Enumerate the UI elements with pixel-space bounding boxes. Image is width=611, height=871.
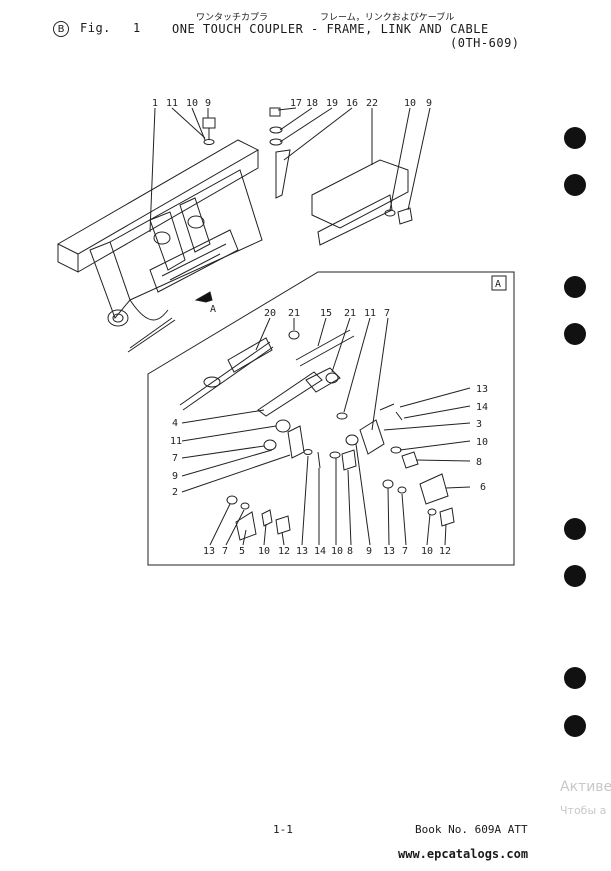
upper-callout-10: 10 xyxy=(186,98,198,109)
figure-label: Fig. xyxy=(80,21,111,35)
title-japanese-right: フレーム，リンクおよびケーブル xyxy=(320,13,455,23)
link-plate xyxy=(275,149,291,199)
punch-hole xyxy=(564,667,586,689)
punch-hole xyxy=(564,518,586,540)
inset-callout-14: 14 xyxy=(476,402,488,413)
cover xyxy=(311,159,409,229)
inset-callout-13: 13 xyxy=(203,546,215,557)
spring xyxy=(295,329,351,361)
title-japanese-left: ワンタッチカプラ xyxy=(196,13,269,23)
inset-callout-14: 14 xyxy=(314,546,326,557)
punch-hole xyxy=(564,127,586,149)
upper-callout-17: 17 xyxy=(290,98,302,109)
punch-hole xyxy=(564,715,586,737)
upper-callout-22: 22 xyxy=(366,98,378,109)
inset-callout-13: 13 xyxy=(383,546,395,557)
inset-callout-11: 11 xyxy=(364,308,376,319)
model-code: (0TH-609) xyxy=(450,36,520,50)
upper-callout-11: 11 xyxy=(166,98,178,109)
inset-callout-9: 9 xyxy=(172,471,178,482)
inset-frame xyxy=(147,271,515,566)
section-badge: B xyxy=(53,21,69,37)
cable-end xyxy=(179,341,271,406)
link-4 xyxy=(257,371,323,417)
inset-callout-2: 2 xyxy=(172,487,178,498)
inset-callout-15: 15 xyxy=(320,308,332,319)
inset-callout-3: 3 xyxy=(476,419,482,430)
upper-callout-18: 18 xyxy=(306,98,318,109)
nut xyxy=(203,376,221,388)
inset-callout-8: 8 xyxy=(347,546,353,557)
inset-callout-13: 13 xyxy=(296,546,308,557)
page-number: 1-1 xyxy=(273,823,293,836)
page-title: ONE TOUCH COUPLER - FRAME, LINK AND CABL… xyxy=(172,22,489,36)
pin-hole xyxy=(153,231,171,245)
website-link[interactable]: www.epcatalogs.com xyxy=(398,847,529,861)
upper-callout-10: 10 xyxy=(404,98,416,109)
inset-callout-7: 7 xyxy=(402,546,408,557)
pin-6 xyxy=(419,473,449,505)
punch-hole xyxy=(564,565,586,587)
inset-label: A xyxy=(495,279,501,290)
inset-callout-21: 21 xyxy=(288,308,300,319)
cylinder-housing xyxy=(149,229,239,293)
frame-top-plate xyxy=(56,139,260,255)
inset-callout-12: 12 xyxy=(278,546,290,557)
link-2 xyxy=(287,425,305,459)
inset-callout-12: 12 xyxy=(439,546,451,557)
inset-callout-6: 6 xyxy=(480,482,486,493)
inset-callout-10: 10 xyxy=(258,546,270,557)
link-3 xyxy=(359,419,385,455)
cable-run xyxy=(129,299,169,321)
inset-callout-7: 7 xyxy=(172,453,178,464)
punch-hole xyxy=(564,323,586,345)
upper-callout-9: 9 xyxy=(205,98,211,109)
boss xyxy=(107,309,129,327)
upper-callout-9: 9 xyxy=(426,98,432,109)
punch-hole xyxy=(564,276,586,298)
upper-callout-19: 19 xyxy=(326,98,338,109)
bracket-left xyxy=(149,211,186,271)
inset-callout-5: 5 xyxy=(239,546,245,557)
bracket-right xyxy=(179,197,211,253)
activation-watermark-text: Чтобы а xyxy=(560,804,607,817)
inset-callout-20: 20 xyxy=(264,308,276,319)
inset-callout-10: 10 xyxy=(331,546,343,557)
inset-label-box xyxy=(491,275,507,291)
book-number: Book No. 609A ATT xyxy=(415,823,528,836)
inset-callout-11: 11 xyxy=(170,436,182,447)
punch-hole xyxy=(564,174,586,196)
inset-callout-9: 9 xyxy=(366,546,372,557)
inset-callout-21: 21 xyxy=(344,308,356,319)
view-arrow-label: A xyxy=(210,304,216,315)
inset-callout-4: 4 xyxy=(172,418,178,429)
figure-number: 1 xyxy=(133,21,141,35)
inset-callout-10: 10 xyxy=(476,437,488,448)
inset-callout-7: 7 xyxy=(222,546,228,557)
inset-callout-13: 13 xyxy=(476,384,488,395)
view-arrow xyxy=(194,291,213,303)
pin-5 xyxy=(235,511,257,541)
inset-callout-8: 8 xyxy=(476,457,482,468)
inset-callout-10: 10 xyxy=(421,546,433,557)
bolt xyxy=(202,117,216,129)
upper-callout-1: 1 xyxy=(152,98,158,109)
inset-callout-7: 7 xyxy=(384,308,390,319)
upper-callout-16: 16 xyxy=(346,98,358,109)
activation-watermark-title: Активе xyxy=(560,779,611,795)
